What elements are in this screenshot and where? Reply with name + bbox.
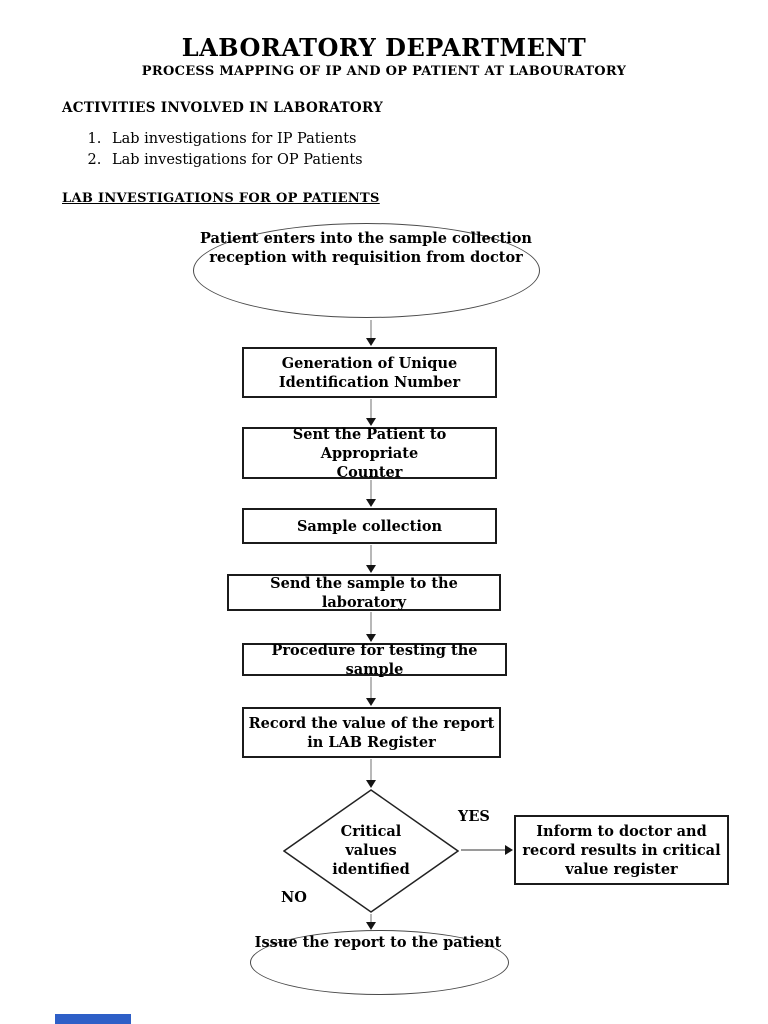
arrowhead-icon [366,338,376,346]
step-box-sample-collection: Sample collection [242,508,497,544]
diamond-outline [283,789,459,913]
page-title: LABORATORY DEPARTMENT [181,33,587,62]
step-box-appropriate-counter: Sent the Patient to Appropriate Counter [242,426,497,481]
arrow-down-3 [365,480,377,507]
arrow-down-1 [365,320,377,346]
arrowhead-icon [366,634,376,642]
op-investigations-heading: LAB INVESTIGATIONS FOR OP PATIENTS [62,191,380,206]
arrowhead-icon [366,418,376,426]
decision-label: Critical values identified [332,823,410,878]
arrowhead-icon [366,499,376,507]
arrow-line [370,545,372,565]
arrow-down-8 [365,914,377,930]
step-box-send-sample: Send the sample to the laboratory [227,574,501,611]
arrowhead-icon [505,845,513,855]
end-label: Issue the report to the patient [254,934,502,951]
step-box-record-lab-register: Record the value of the report in LAB Re… [242,707,501,758]
decision-diamond-shape [283,789,459,913]
arrow-right-yes [461,845,513,855]
arrowhead-icon [366,780,376,788]
no-label: NO [281,889,307,906]
arrow-down-5 [365,612,377,642]
arrow-line [370,399,372,418]
end-ellipse [250,930,509,995]
arrow-line [461,849,505,851]
arrowhead-icon [366,922,376,930]
activities-heading: ACTIVITIES INVOLVED IN LABORATORY [62,100,384,116]
arrow-line [370,480,372,499]
arrow-line [370,320,372,338]
footer-blue-bar [55,1014,131,1024]
arrow-down-4 [365,545,377,573]
activities-list: Lab investigations for IP Patients Lab i… [66,129,363,171]
arrow-line [370,677,372,698]
arrow-line [370,914,372,922]
start-ellipse [193,223,540,318]
arrow-down-2 [365,399,377,426]
arrow-line [370,612,372,634]
arrow-down-7 [365,759,377,788]
arrow-line [370,759,372,780]
activity-item-ip: Lab investigations for IP Patients [106,129,363,150]
arrowhead-icon [366,698,376,706]
yes-action-box: Inform to doctor and record results in c… [514,815,729,885]
step-box-testing-procedure: Procedure for testing the sample [242,642,507,678]
arrow-down-6 [365,677,377,706]
start-label: Patient enters into the sample collectio… [200,230,532,266]
yes-label: YES [458,808,490,825]
activity-item-op: Lab investigations for OP Patients [106,150,363,171]
step-box-unique-id: Generation of Unique Identification Numb… [242,347,497,398]
page-subtitle: PROCESS MAPPING OF IP AND OP PATIENT AT … [141,64,627,79]
arrowhead-icon [366,565,376,573]
